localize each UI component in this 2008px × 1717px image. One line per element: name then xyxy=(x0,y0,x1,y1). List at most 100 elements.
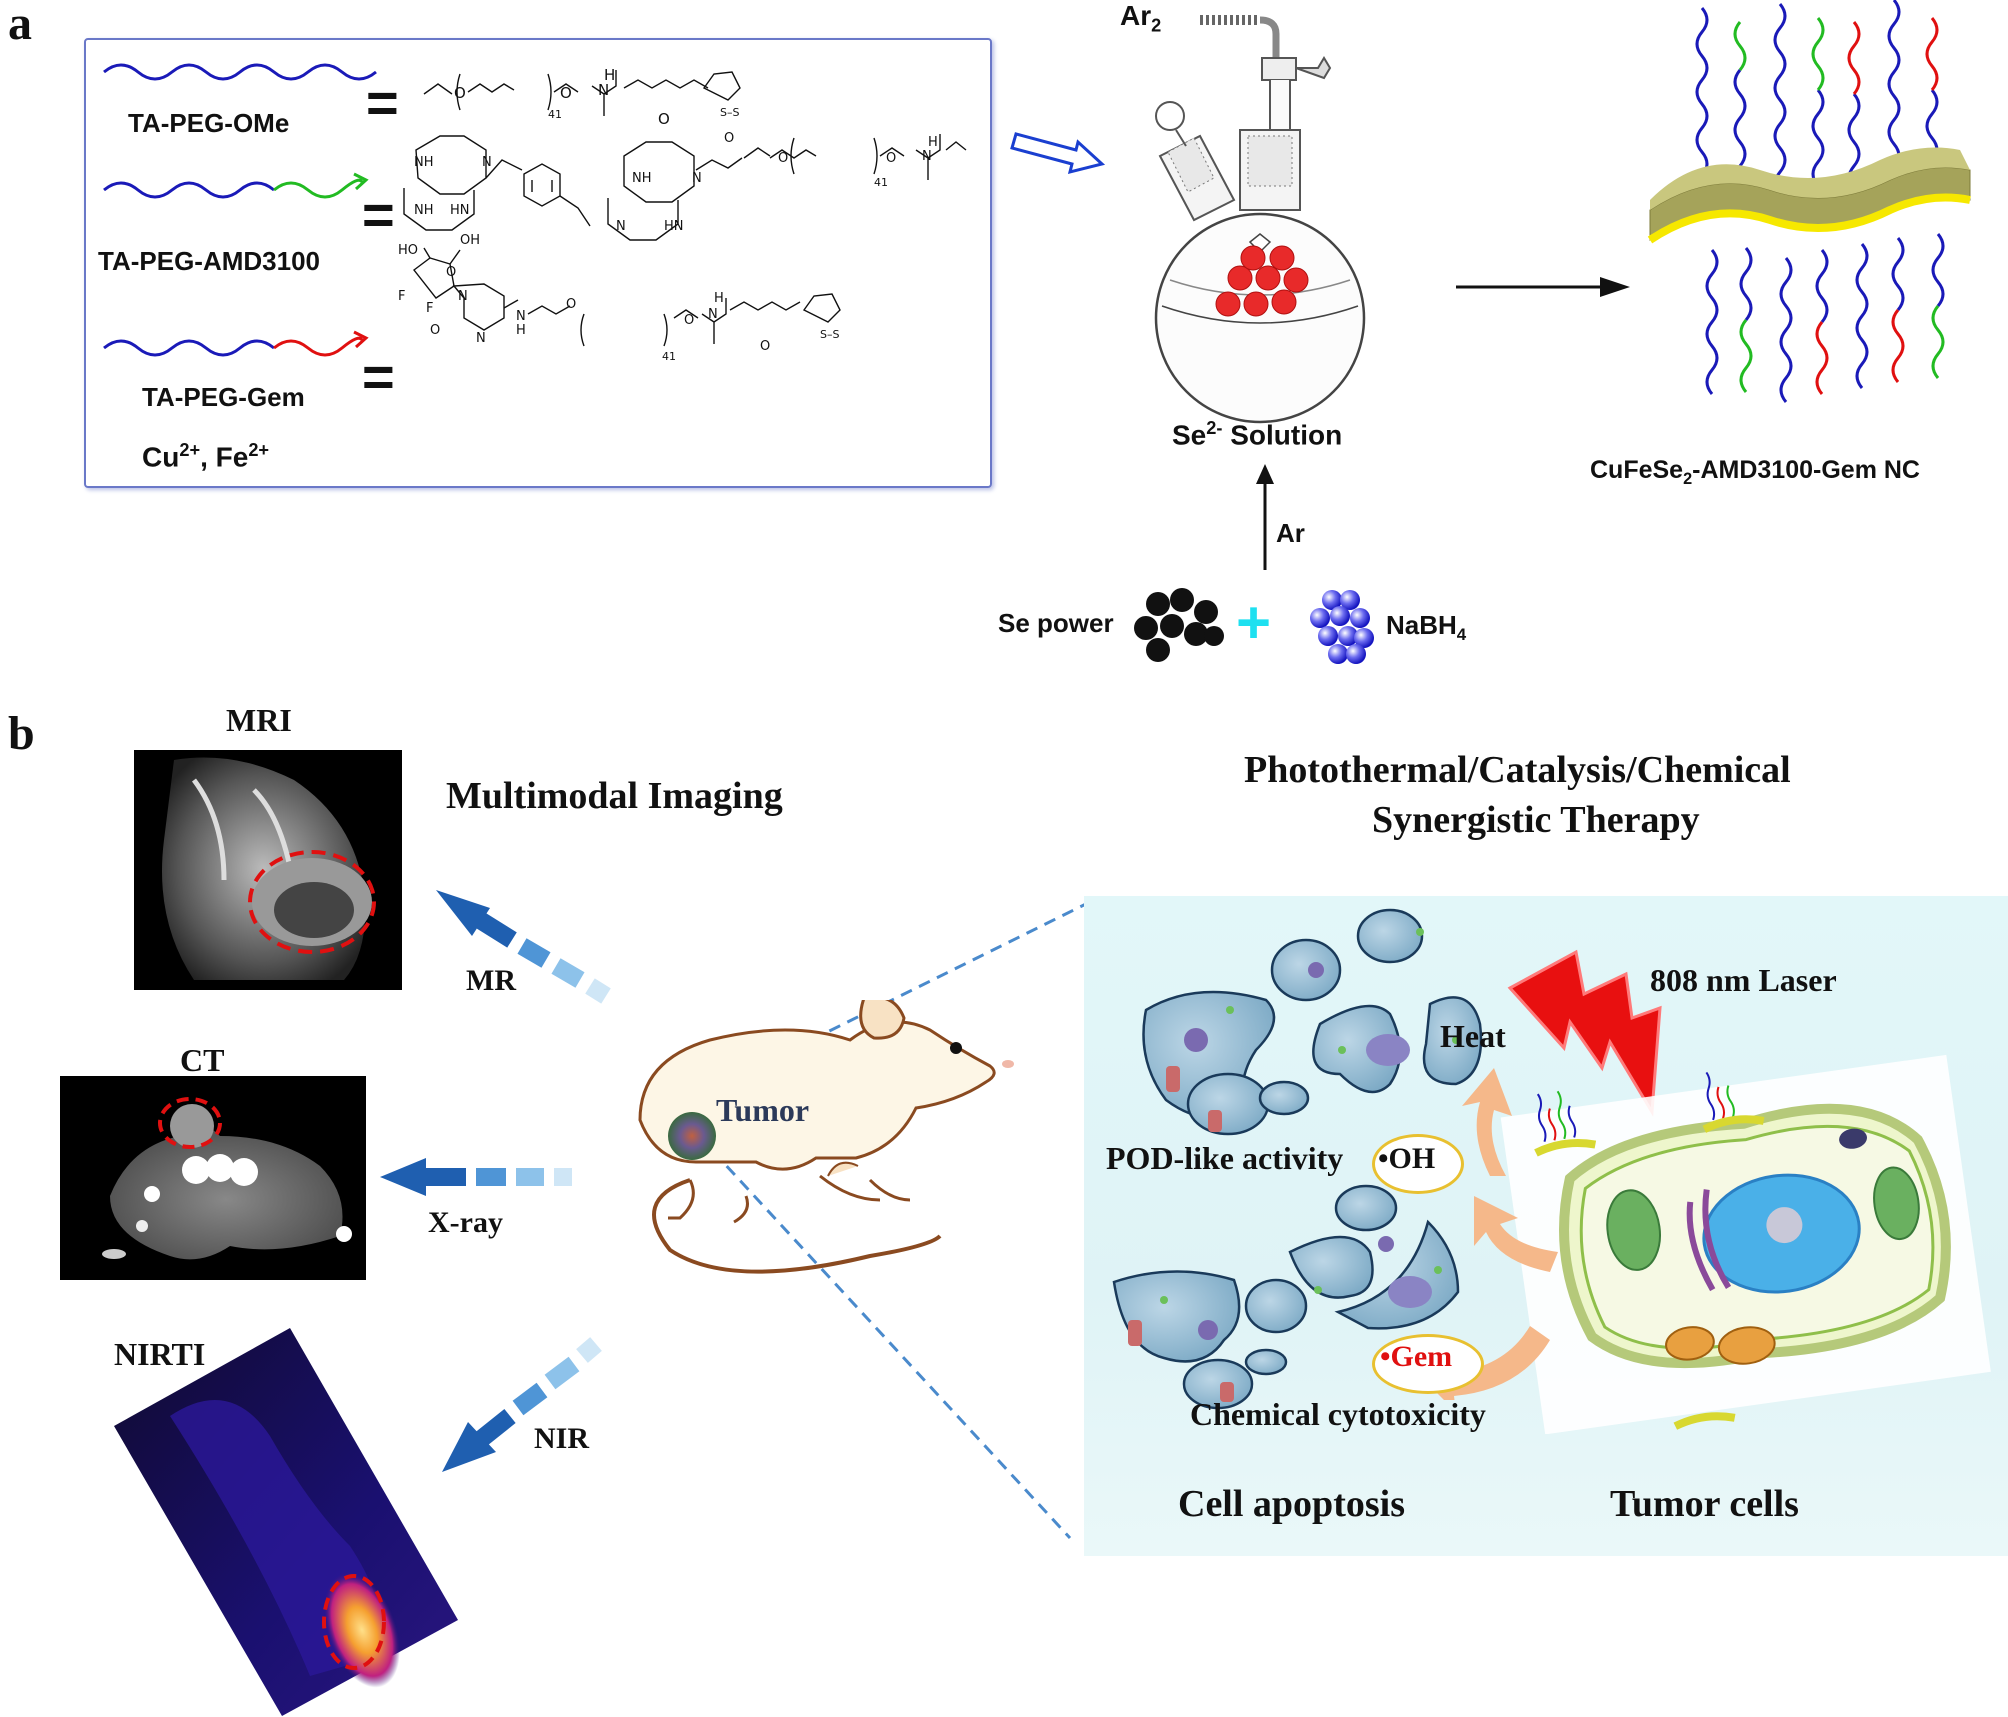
nir-arrow xyxy=(442,1337,602,1472)
svg-text:O: O xyxy=(760,339,770,354)
nirti-image xyxy=(114,1328,458,1716)
equals-sign-2: = xyxy=(362,183,395,246)
svg-text:N: N xyxy=(708,307,718,322)
svg-text:O: O xyxy=(684,313,694,328)
svg-text:O: O xyxy=(658,110,670,128)
svg-text:NH: NH xyxy=(414,155,434,170)
nabh4-label: NaBH4 xyxy=(1386,610,1467,645)
reaction-flask xyxy=(1154,15,1366,424)
equals-sign-3: = xyxy=(362,345,395,408)
mri-label: MRI xyxy=(226,702,292,738)
svg-text:O: O xyxy=(430,323,440,338)
tumor-spot xyxy=(668,1112,716,1160)
oh-radical-label: •OH xyxy=(1378,1142,1436,1175)
svg-text:NH: NH xyxy=(632,171,652,186)
red-nanoparticles xyxy=(1215,245,1309,317)
ligand-label-amd: TA-PEG-AMD3100 xyxy=(98,246,321,276)
se-solution-label: Se2- Solution xyxy=(1172,418,1343,451)
svg-text:N: N xyxy=(922,149,932,164)
panel-b-letter: b xyxy=(8,707,35,760)
product-arrow xyxy=(1456,277,1630,297)
reagent-box xyxy=(84,38,992,488)
chemical-cytotoxicity-label: Chemical cytotoxicity xyxy=(1190,1396,1486,1432)
cell-apoptosis-label: Cell apoptosis xyxy=(1178,1483,1405,1525)
svg-text:HN: HN xyxy=(664,219,684,234)
heat-label: Heat xyxy=(1440,1018,1506,1054)
mouse-illustration xyxy=(638,1000,1014,1274)
svg-text:O: O xyxy=(566,297,576,312)
svg-text:N: N xyxy=(616,219,626,234)
multimodal-imaging-title: Multimodal Imaging xyxy=(446,775,783,817)
gem-oval xyxy=(1372,1334,1484,1394)
product-label: CuFeSe2-AMD3100-Gem NC xyxy=(1590,456,1920,488)
se-power-label: Se power xyxy=(998,608,1114,638)
ligand-label-ome: TA-PEG-OMe xyxy=(128,108,290,138)
mri-image xyxy=(134,750,402,990)
ar-arrow xyxy=(1256,464,1274,570)
ar2-label: Ar2 xyxy=(1120,0,1162,36)
svg-text:HN: HN xyxy=(450,203,470,218)
apoptotic-cells xyxy=(1112,908,1483,1410)
svg-text:H: H xyxy=(928,135,938,150)
structure-amd3100 xyxy=(403,134,967,241)
ct-image xyxy=(60,1076,366,1280)
peg-gem-chain xyxy=(103,339,275,357)
nanocrystal-sheet xyxy=(1647,0,1971,403)
plus-sign: + xyxy=(1236,589,1272,656)
hollow-arrow xyxy=(1010,132,1106,175)
svg-text:N: N xyxy=(516,309,526,324)
laser-bolt-icon xyxy=(1507,949,1662,1117)
svg-text:OH: OH xyxy=(460,233,480,248)
nirti-label: NIRTI xyxy=(114,1336,206,1372)
structure-gem xyxy=(413,247,841,347)
svg-text:O: O xyxy=(446,265,456,280)
xray-arrow-label: X-ray xyxy=(428,1206,503,1239)
ct-label: CT xyxy=(180,1042,225,1078)
svg-text:O: O xyxy=(560,84,572,102)
tumor-label: Tumor xyxy=(716,1092,810,1128)
svg-text:N: N xyxy=(598,81,609,99)
gem-segment xyxy=(273,336,364,357)
svg-text:F: F xyxy=(426,301,433,316)
svg-text:41: 41 xyxy=(548,108,562,121)
svg-text:O: O xyxy=(724,131,734,146)
peg-amd-chain xyxy=(103,181,275,199)
laser-label: 808 nm Laser xyxy=(1650,962,1837,998)
svg-text:41: 41 xyxy=(662,350,676,363)
svg-text:N: N xyxy=(458,289,468,304)
tumor-cell-illustration xyxy=(1500,1054,1991,1434)
svg-text:N: N xyxy=(482,155,492,170)
svg-text:N: N xyxy=(476,331,486,346)
svg-text:H: H xyxy=(604,66,615,84)
mr-arrow-label: MR xyxy=(466,964,516,997)
svg-text:HO: HO xyxy=(398,243,418,258)
ligand-label-gem: TA-PEG-Gem xyxy=(142,382,305,412)
svg-text:S–S: S–S xyxy=(720,106,739,119)
svg-text:H: H xyxy=(516,323,526,338)
therapy-title-line2: Synergistic Therapy xyxy=(1372,799,1700,841)
svg-text:O: O xyxy=(778,151,788,166)
svg-text:NH: NH xyxy=(414,203,434,218)
ligand-structures: O 41 O H N O S–S NH N NH HN NH N N HN O … xyxy=(103,63,967,363)
mr-arrow xyxy=(436,890,611,1004)
svg-text:H: H xyxy=(714,291,724,306)
tumor-cells-label: Tumor cells xyxy=(1610,1483,1799,1525)
oh-radical-oval xyxy=(1372,1134,1464,1194)
nabh4-particles xyxy=(1310,590,1374,664)
svg-text:O: O xyxy=(454,84,466,102)
structure-peg-ome xyxy=(423,70,741,116)
svg-text:S–S: S–S xyxy=(820,328,839,341)
svg-text:N: N xyxy=(692,171,702,186)
svg-text:O: O xyxy=(886,151,896,166)
svg-text:41: 41 xyxy=(874,176,888,189)
amd-segment xyxy=(273,178,364,199)
peg-ome-chain xyxy=(103,63,377,81)
xray-arrow xyxy=(380,1158,572,1196)
se-powder-particles xyxy=(1134,588,1224,662)
nir-arrow-label: NIR xyxy=(534,1422,590,1455)
pod-activity-label: POD-like activity xyxy=(1106,1140,1344,1176)
ar-label: Ar xyxy=(1276,518,1305,548)
metal-ions-label: Cu2+, Fe2+ xyxy=(142,440,270,473)
svg-text:F: F xyxy=(398,289,405,304)
gem-label: •Gem xyxy=(1380,1340,1453,1373)
